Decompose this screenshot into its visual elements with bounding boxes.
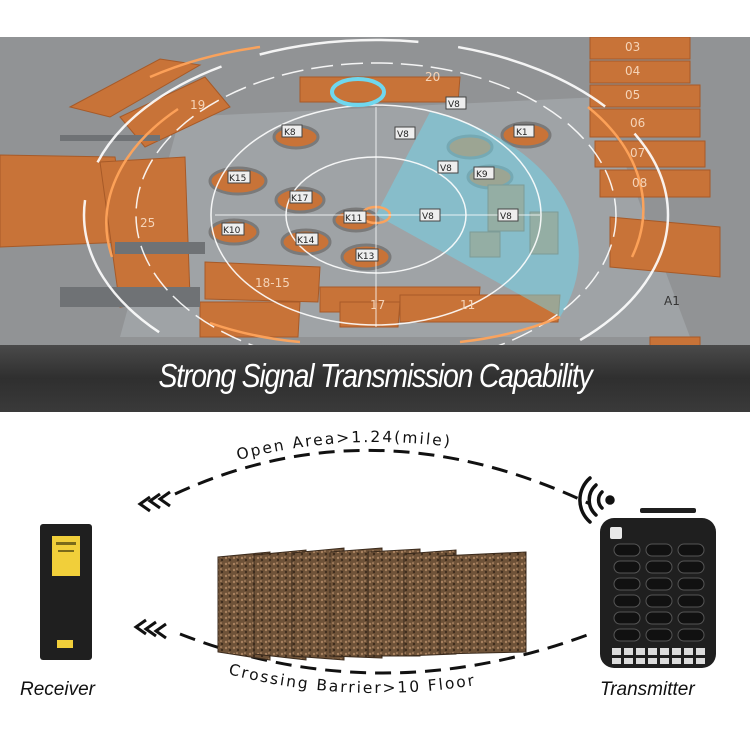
map-label: 04 xyxy=(625,64,640,78)
map-label: 25 xyxy=(140,216,155,230)
table-tag: K9 xyxy=(476,170,488,180)
map-label: 17 xyxy=(370,298,385,312)
chevron-left-icon xyxy=(137,490,171,513)
map-label: 08 xyxy=(632,176,647,190)
transmission-diagram: Open Area>1.24(mile) Crossing Barrier>10… xyxy=(0,412,750,750)
table-tag: K8 xyxy=(284,128,296,138)
chevron-left-icon xyxy=(133,618,167,640)
table-tag: V8 xyxy=(500,212,512,222)
headline: Strong Signal Transmission Capability xyxy=(158,357,593,394)
map-label: 07 xyxy=(630,146,645,160)
table-tag: K15 xyxy=(229,174,246,184)
table-tag: V8 xyxy=(422,212,434,222)
barrier-label: Crossing Barrier>10 Floor xyxy=(227,660,477,697)
transmitter-device xyxy=(600,508,716,668)
map-label: 19 xyxy=(190,98,205,112)
floor-plan-map: 20 19 18-15 25 17 11 03 04 05 06 07 08 1… xyxy=(0,37,750,412)
table-tag: V8 xyxy=(448,100,460,110)
receiver-device xyxy=(40,524,92,660)
map-label: 05 xyxy=(625,88,640,102)
open-area-label: Open Area>1.24(mile) xyxy=(235,428,453,464)
wifi-signal-icon xyxy=(578,476,615,524)
floor-plan-scene: 20 19 18-15 25 17 11 03 04 05 06 07 08 1… xyxy=(0,37,750,412)
map-label: 11 xyxy=(460,298,475,312)
map-label: 03 xyxy=(625,40,640,54)
transmitter-caption: Transmitter xyxy=(600,679,695,700)
table-tag: V8 xyxy=(440,164,452,174)
map-label: 06 xyxy=(630,116,645,130)
map-label: A1 xyxy=(664,294,680,308)
transmission-diagram-art: Open Area>1.24(mile) Crossing Barrier>10… xyxy=(40,428,716,697)
headline-banner xyxy=(0,345,750,412)
table-tag: K10 xyxy=(223,226,241,236)
table-tag: K11 xyxy=(345,214,362,224)
table-tag: V8 xyxy=(397,130,409,140)
map-label: 18-15 xyxy=(255,276,290,290)
table-tag: K1 xyxy=(516,128,528,138)
open-area-path xyxy=(174,448,591,506)
table-tag: K13 xyxy=(357,252,374,262)
table-tag: K14 xyxy=(297,236,315,246)
map-label: 20 xyxy=(425,70,440,84)
table-tag: K17 xyxy=(291,194,308,204)
barrier-walls xyxy=(217,547,527,661)
receiver-caption: Receiver xyxy=(20,679,95,700)
